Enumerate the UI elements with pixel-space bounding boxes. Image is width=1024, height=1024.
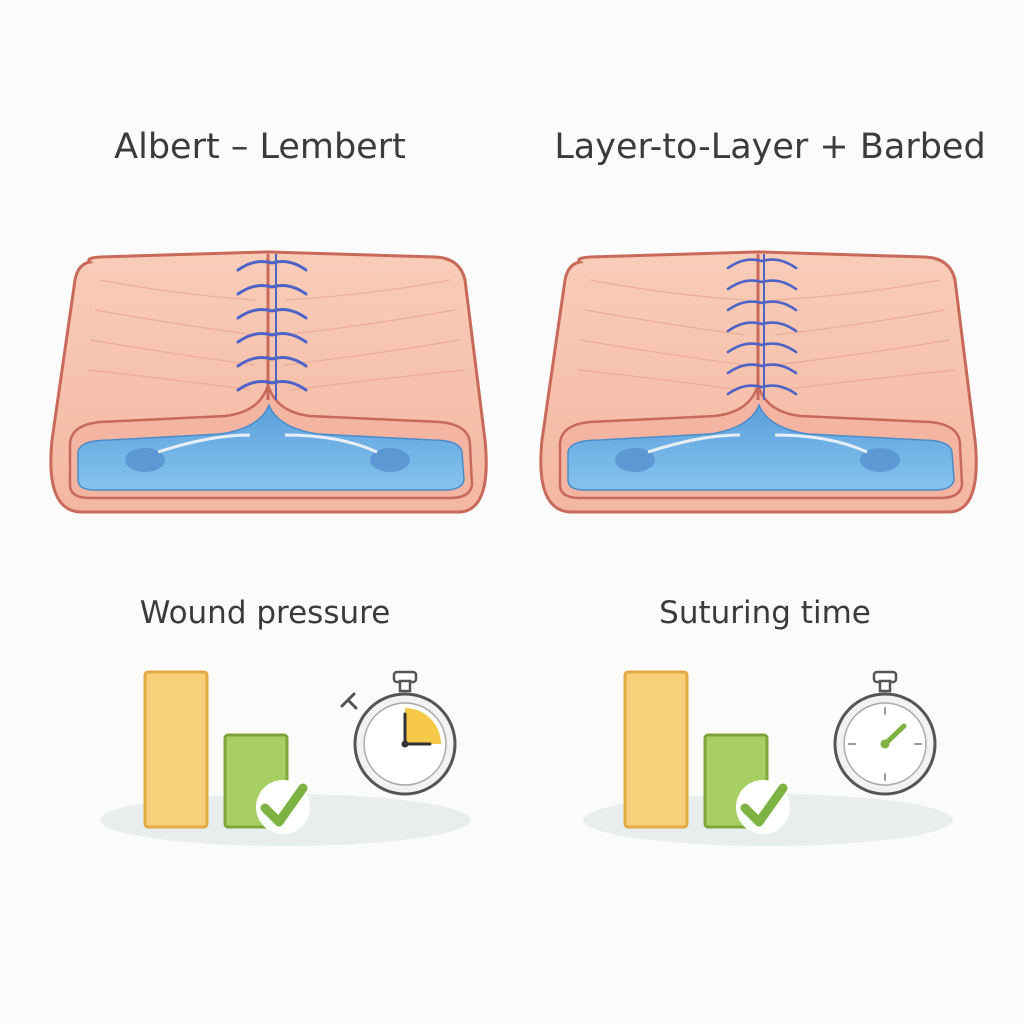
stopwatch-icon-left <box>340 670 457 796</box>
suture-loop <box>236 332 308 344</box>
suture-loop <box>726 300 798 312</box>
suture-loop <box>726 321 798 333</box>
bar-comparison-right <box>583 670 953 846</box>
panel-title-layer-to-layer-barbed: Layer-to-Layer + Barbed <box>554 127 986 167</box>
suture-stitches <box>236 260 308 392</box>
lumen <box>567 402 955 491</box>
suture-loop <box>726 384 798 396</box>
suture-loop <box>726 279 798 291</box>
suture-loop <box>236 308 308 320</box>
tissue-fold-illustration-right <box>539 250 978 514</box>
suture-loop <box>726 258 798 270</box>
suture-loop <box>726 363 798 375</box>
suture-stitches <box>726 258 798 396</box>
suture-loop <box>236 284 308 296</box>
panel-title-albert-lembert: Albert – Lembert <box>114 127 406 167</box>
stopwatch-icon-right <box>833 670 937 796</box>
suture-loop <box>236 260 308 272</box>
suture-loop <box>236 380 308 392</box>
lumen <box>77 402 465 491</box>
metric-label-wound-pressure: Wound pressure <box>139 595 391 631</box>
metric-label-suturing-time: Suturing time <box>659 595 871 631</box>
suture-loop <box>236 356 308 368</box>
tissue-fold-illustration-left <box>49 250 488 514</box>
bar-comparison-left <box>100 670 470 846</box>
stopwatch-quadrant <box>405 708 441 744</box>
bar-tall <box>623 670 689 829</box>
check-icon <box>256 780 310 834</box>
bar-tall <box>143 670 209 829</box>
check-icon <box>736 780 790 834</box>
suture-loop <box>726 342 798 354</box>
